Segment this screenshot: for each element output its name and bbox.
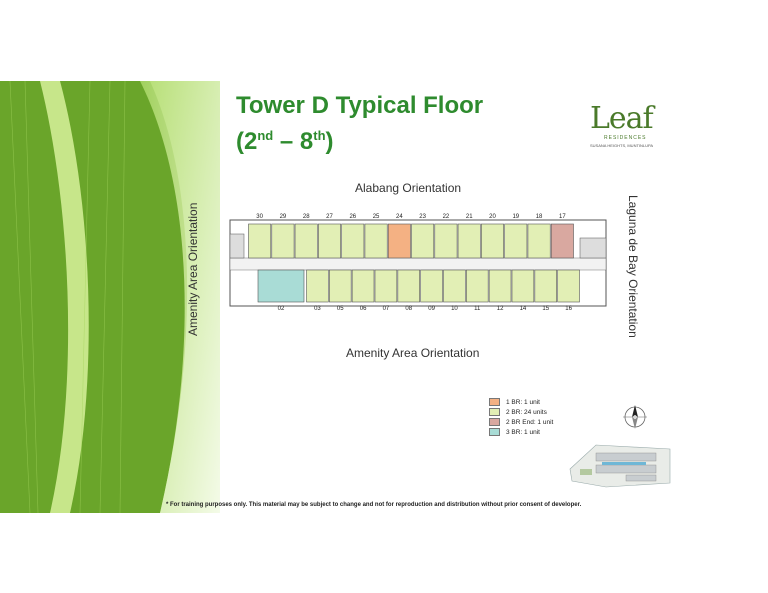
unit-top-24 <box>387 223 411 259</box>
unit-top-25 <box>364 223 388 259</box>
unit-top-21 <box>457 223 481 259</box>
legend-item: 2 BR End: 1 unit <box>489 417 553 427</box>
floor-plan: 30 29 28 27 26 25 24 23 22 21 20 19 18 17 02 03 05 06 07 0… <box>228 214 608 314</box>
title-sup-2: th <box>313 128 326 143</box>
floor-plan-drawing <box>229 219 607 307</box>
orientation-right-label: Laguna de Bay Orientation <box>626 195 640 338</box>
unit-number-14: 14 <box>519 306 527 312</box>
unit-number-27: 27 <box>326 214 333 220</box>
legend-label: 2 BR: 24 units <box>506 408 547 416</box>
unit-bottom-09 <box>420 269 443 303</box>
unit-number-10: 10 <box>451 306 458 312</box>
legend-label: 2 BR End: 1 unit <box>506 418 554 426</box>
legend-item: 1 BR: 1 unit <box>489 397 553 407</box>
orientation-bottom-label: Amenity Area Orientation <box>346 346 480 360</box>
unit-number-11: 11 <box>474 306 481 312</box>
unit-bottom-02 <box>257 269 305 303</box>
logo-location: SUSANA HEIGHTS, MUNTINLUPA <box>590 143 654 148</box>
orientation-left-label: Amenity Area Orientation <box>186 202 200 336</box>
logo-residences: RESIDENCES <box>604 135 647 141</box>
unit-number-26: 26 <box>349 214 357 220</box>
unit-top-26 <box>341 223 365 259</box>
unit-bottom-16 <box>557 269 580 303</box>
unit-bottom-03 <box>306 269 329 303</box>
legend-label: 1 BR: 1 unit <box>506 398 540 406</box>
unit-number-09: 09 <box>428 306 435 312</box>
unit-number-06: 06 <box>359 306 367 312</box>
unit-number-17: 17 <box>559 214 566 220</box>
unit-bottom-10 <box>443 269 466 303</box>
unit-bottom-12 <box>488 269 512 303</box>
unit-top-19 <box>504 223 528 259</box>
legend-swatch <box>489 398 500 406</box>
unit-number-05: 05 <box>336 306 344 312</box>
title-open: (2 <box>236 128 258 155</box>
unit-number-21: 21 <box>465 214 473 220</box>
slide: Tower D Typical Floor (2nd – 8th) Leaf R… <box>0 81 768 513</box>
unit-number-30: 30 <box>256 214 263 220</box>
title-sup-1: nd <box>257 128 274 143</box>
site-plan-thumbnail <box>569 444 671 488</box>
unit-number-12: 12 <box>496 306 504 312</box>
legend-item: 3 BR: 1 unit <box>489 427 553 437</box>
unit-number-28: 28 <box>302 214 310 220</box>
unit-bottom-15 <box>534 269 557 303</box>
title-close: ) <box>325 128 334 155</box>
leaf-residences-logo: Leaf RESIDENCES SUSANA HEIGHTS, MUNTINLU… <box>590 101 670 151</box>
unit-number-20: 20 <box>489 214 496 220</box>
legend-label: 3 BR: 1 unit <box>506 428 540 436</box>
unit-number-23: 23 <box>419 214 426 220</box>
unit-number-08: 08 <box>405 306 413 312</box>
title-line-1: Tower D Typical Floor <box>236 92 484 119</box>
unit-number-25: 25 <box>372 214 380 220</box>
core-left <box>229 233 245 259</box>
unit-number-07: 07 <box>382 306 390 312</box>
unit-number-22: 22 <box>442 214 450 220</box>
unit-number-18: 18 <box>535 214 543 220</box>
unit-top-28 <box>294 223 318 259</box>
unit-bottom-08 <box>397 269 420 303</box>
footnote: * For training purposes only. This mater… <box>166 502 582 508</box>
compass-label: N <box>630 400 635 406</box>
unit-legend: 1 BR: 1 unit 2 BR: 24 units 2 BR End: 1 un… <box>489 397 553 437</box>
corridor <box>229 257 607 271</box>
unit-bottom-14 <box>511 269 535 303</box>
legend-swatch <box>489 418 500 426</box>
unit-bottom-11 <box>466 269 489 303</box>
unit-bottom-05 <box>329 269 352 303</box>
unit-bottom-07 <box>374 269 398 303</box>
unit-number-19: 19 <box>512 214 520 220</box>
unit-number-16: 16 <box>565 306 572 312</box>
orientation-top-label: Alabang Orientation <box>355 181 462 195</box>
legend-item: 2 BR: 24 units <box>489 407 553 417</box>
title-mid: – 8 <box>273 128 314 155</box>
unit-number-24: 24 <box>396 214 403 220</box>
title-line-2: (2nd – 8th) <box>236 121 483 157</box>
unit-number-15: 15 <box>542 306 550 312</box>
unit-top-29 <box>271 223 295 259</box>
unit-number-29: 29 <box>279 214 287 220</box>
legend-swatch <box>489 408 500 416</box>
core-right <box>579 237 607 259</box>
north-compass-icon <box>623 405 647 429</box>
unit-top-23 <box>411 223 435 259</box>
unit-top-22 <box>434 223 458 259</box>
unit-number-02: 02 <box>277 306 285 312</box>
unit-top-18 <box>527 223 551 259</box>
unit-top-20 <box>481 223 504 259</box>
unit-top-27 <box>318 223 341 259</box>
leaf-background-image <box>0 81 220 513</box>
legend-swatch <box>489 428 500 436</box>
unit-top-30 <box>248 223 272 259</box>
page-title: Tower D Typical Floor (2nd – 8th) <box>236 91 483 157</box>
unit-number-03: 03 <box>314 306 321 312</box>
unit-bottom-06 <box>351 269 375 303</box>
unit-top-17 <box>550 223 574 259</box>
logo-word: Leaf <box>590 101 654 136</box>
